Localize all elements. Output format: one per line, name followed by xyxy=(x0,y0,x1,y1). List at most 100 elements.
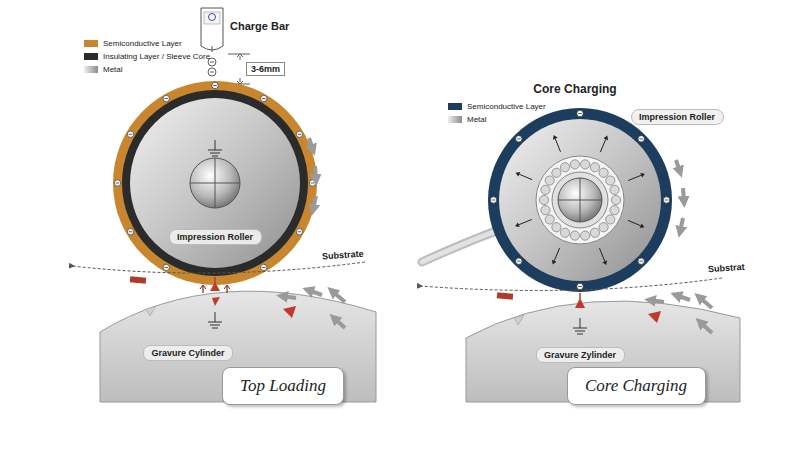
impression-roller xyxy=(488,108,672,292)
bearing-ball xyxy=(545,176,554,185)
charge-mark xyxy=(578,113,582,114)
node-text: Top Loading xyxy=(239,376,327,396)
legend-text: Metal xyxy=(467,115,487,124)
bearing-ball xyxy=(581,231,590,240)
charge-mark xyxy=(129,231,133,232)
charge-mark xyxy=(665,200,669,201)
field-arrows xyxy=(515,135,645,265)
bearing-ball xyxy=(541,185,550,194)
method-box: Core Charging xyxy=(567,367,706,405)
charge-mark xyxy=(163,95,169,101)
feed-arrows xyxy=(282,290,345,328)
substrate xyxy=(420,278,722,300)
bearing-ball xyxy=(539,195,548,204)
charge-mark xyxy=(311,183,315,184)
roller-label: Impression Roller xyxy=(169,229,262,245)
legend-swatch xyxy=(84,40,98,47)
field-arrow xyxy=(554,248,559,261)
charge-mark xyxy=(517,138,521,139)
feed-arrows xyxy=(650,295,712,333)
bearing-balls xyxy=(539,160,620,240)
legend-text: Insulating Layer / Sleeve Core xyxy=(103,52,210,61)
bearing-ball xyxy=(606,176,615,185)
bearing-ball xyxy=(552,168,561,177)
node-text: Gravure Zylinder xyxy=(543,350,618,360)
rotation-arrows xyxy=(309,138,316,210)
charge-mark xyxy=(296,229,302,235)
field-arrow xyxy=(603,136,608,141)
field-arrow xyxy=(555,139,560,152)
charge-mark xyxy=(261,95,267,101)
impression-roller xyxy=(113,81,317,285)
charge-mark xyxy=(517,261,521,262)
charge-mark xyxy=(639,261,643,262)
method-box: Top Loading xyxy=(222,367,344,405)
charge-mark xyxy=(164,267,168,268)
charge-mark xyxy=(262,98,266,99)
charge-mark xyxy=(516,136,522,142)
bearing-ball xyxy=(599,168,608,177)
bearing-ball xyxy=(545,215,554,224)
charge-mark xyxy=(262,267,266,268)
legend-text: Semiconductive Layer xyxy=(467,102,546,111)
charge-mark xyxy=(114,180,120,186)
charge-mark xyxy=(127,229,133,235)
bearing-ball xyxy=(590,163,599,172)
charge-mark xyxy=(212,82,218,88)
panel-heading: Core Charging xyxy=(533,82,616,96)
charge-mark xyxy=(639,138,643,139)
bearing-ball xyxy=(570,231,579,240)
legend-swatch xyxy=(84,66,98,73)
part-name: Substrate xyxy=(322,248,364,261)
legend-entry: Semiconductive Layer xyxy=(84,39,182,48)
legend-entry: Insulating Layer / Sleeve Core xyxy=(84,52,210,61)
field-arrow xyxy=(628,175,641,180)
cylinder-label: Gravure Zylinder xyxy=(536,347,625,363)
charge-mark xyxy=(577,283,583,289)
cylinder-label: Gravure Cylinder xyxy=(143,345,233,361)
substrate xyxy=(72,262,365,284)
charge-mark xyxy=(638,258,644,264)
field-arrow xyxy=(515,222,520,227)
bearing-ball xyxy=(570,160,579,169)
field-arrow xyxy=(640,223,645,228)
ground-symbol xyxy=(208,140,222,156)
charge-mark xyxy=(127,131,133,137)
surface-charges xyxy=(114,82,315,270)
charge-mark xyxy=(577,110,583,116)
charge-mark xyxy=(261,264,267,270)
field-arrow xyxy=(553,135,558,140)
bearing-ball xyxy=(606,215,615,224)
legend-swatch xyxy=(448,116,462,123)
dimension: 3-6mm xyxy=(246,62,285,76)
field-arrow xyxy=(602,260,607,265)
charge-mark xyxy=(163,264,169,270)
legend-entry: Semiconductive Layer xyxy=(448,102,546,111)
charge-mark xyxy=(516,258,522,264)
charge-mark xyxy=(298,231,302,232)
node-text: Impression Roller xyxy=(176,232,255,242)
bearing-ball xyxy=(610,185,619,194)
node-text: Impression Roller xyxy=(638,112,717,122)
charge-mark xyxy=(116,183,120,184)
field-arrow xyxy=(599,248,604,261)
field-arrow xyxy=(640,173,645,178)
field-arrow xyxy=(516,172,521,177)
bearing-ball xyxy=(610,206,619,215)
field-arrow xyxy=(519,174,532,179)
surface-charges xyxy=(490,110,669,289)
bearing-ball xyxy=(560,228,569,237)
field-arrow xyxy=(552,260,557,265)
charge-mark xyxy=(129,134,133,135)
bearing-ball xyxy=(552,223,561,232)
charge-mark xyxy=(663,197,669,203)
bearing-ball xyxy=(611,195,620,204)
roller-label: Impression Roller xyxy=(631,109,724,125)
bearing-ball xyxy=(581,160,590,169)
legend-text: Semiconductive Layer xyxy=(103,39,182,48)
bearing-ball xyxy=(560,163,569,172)
charge-mark xyxy=(638,136,644,142)
charge-mark xyxy=(164,98,168,99)
field-arrow xyxy=(519,219,532,224)
legend-entry: Metal xyxy=(448,115,487,124)
